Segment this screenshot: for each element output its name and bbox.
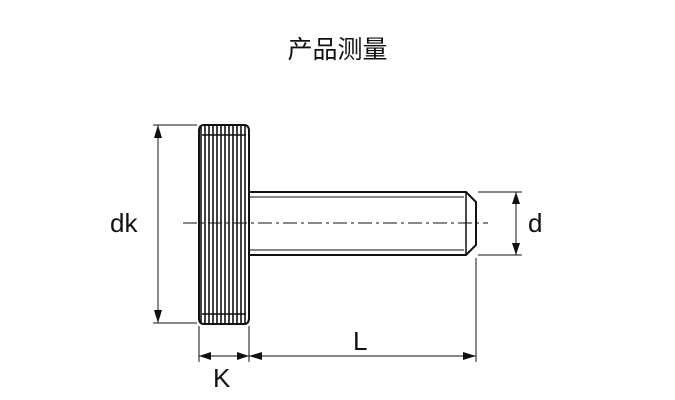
- d-label: d: [528, 208, 542, 238]
- K-label: K: [213, 363, 231, 393]
- dimension-d: [478, 191, 522, 256]
- dk-label: dk: [110, 208, 138, 238]
- dimension-K: [198, 326, 249, 362]
- dimension-L: [248, 258, 477, 362]
- knurled-head: [198, 124, 250, 325]
- dimension-dk: [153, 124, 197, 324]
- L-label: L: [353, 326, 367, 356]
- diagram-title: 产品测量: [287, 35, 388, 64]
